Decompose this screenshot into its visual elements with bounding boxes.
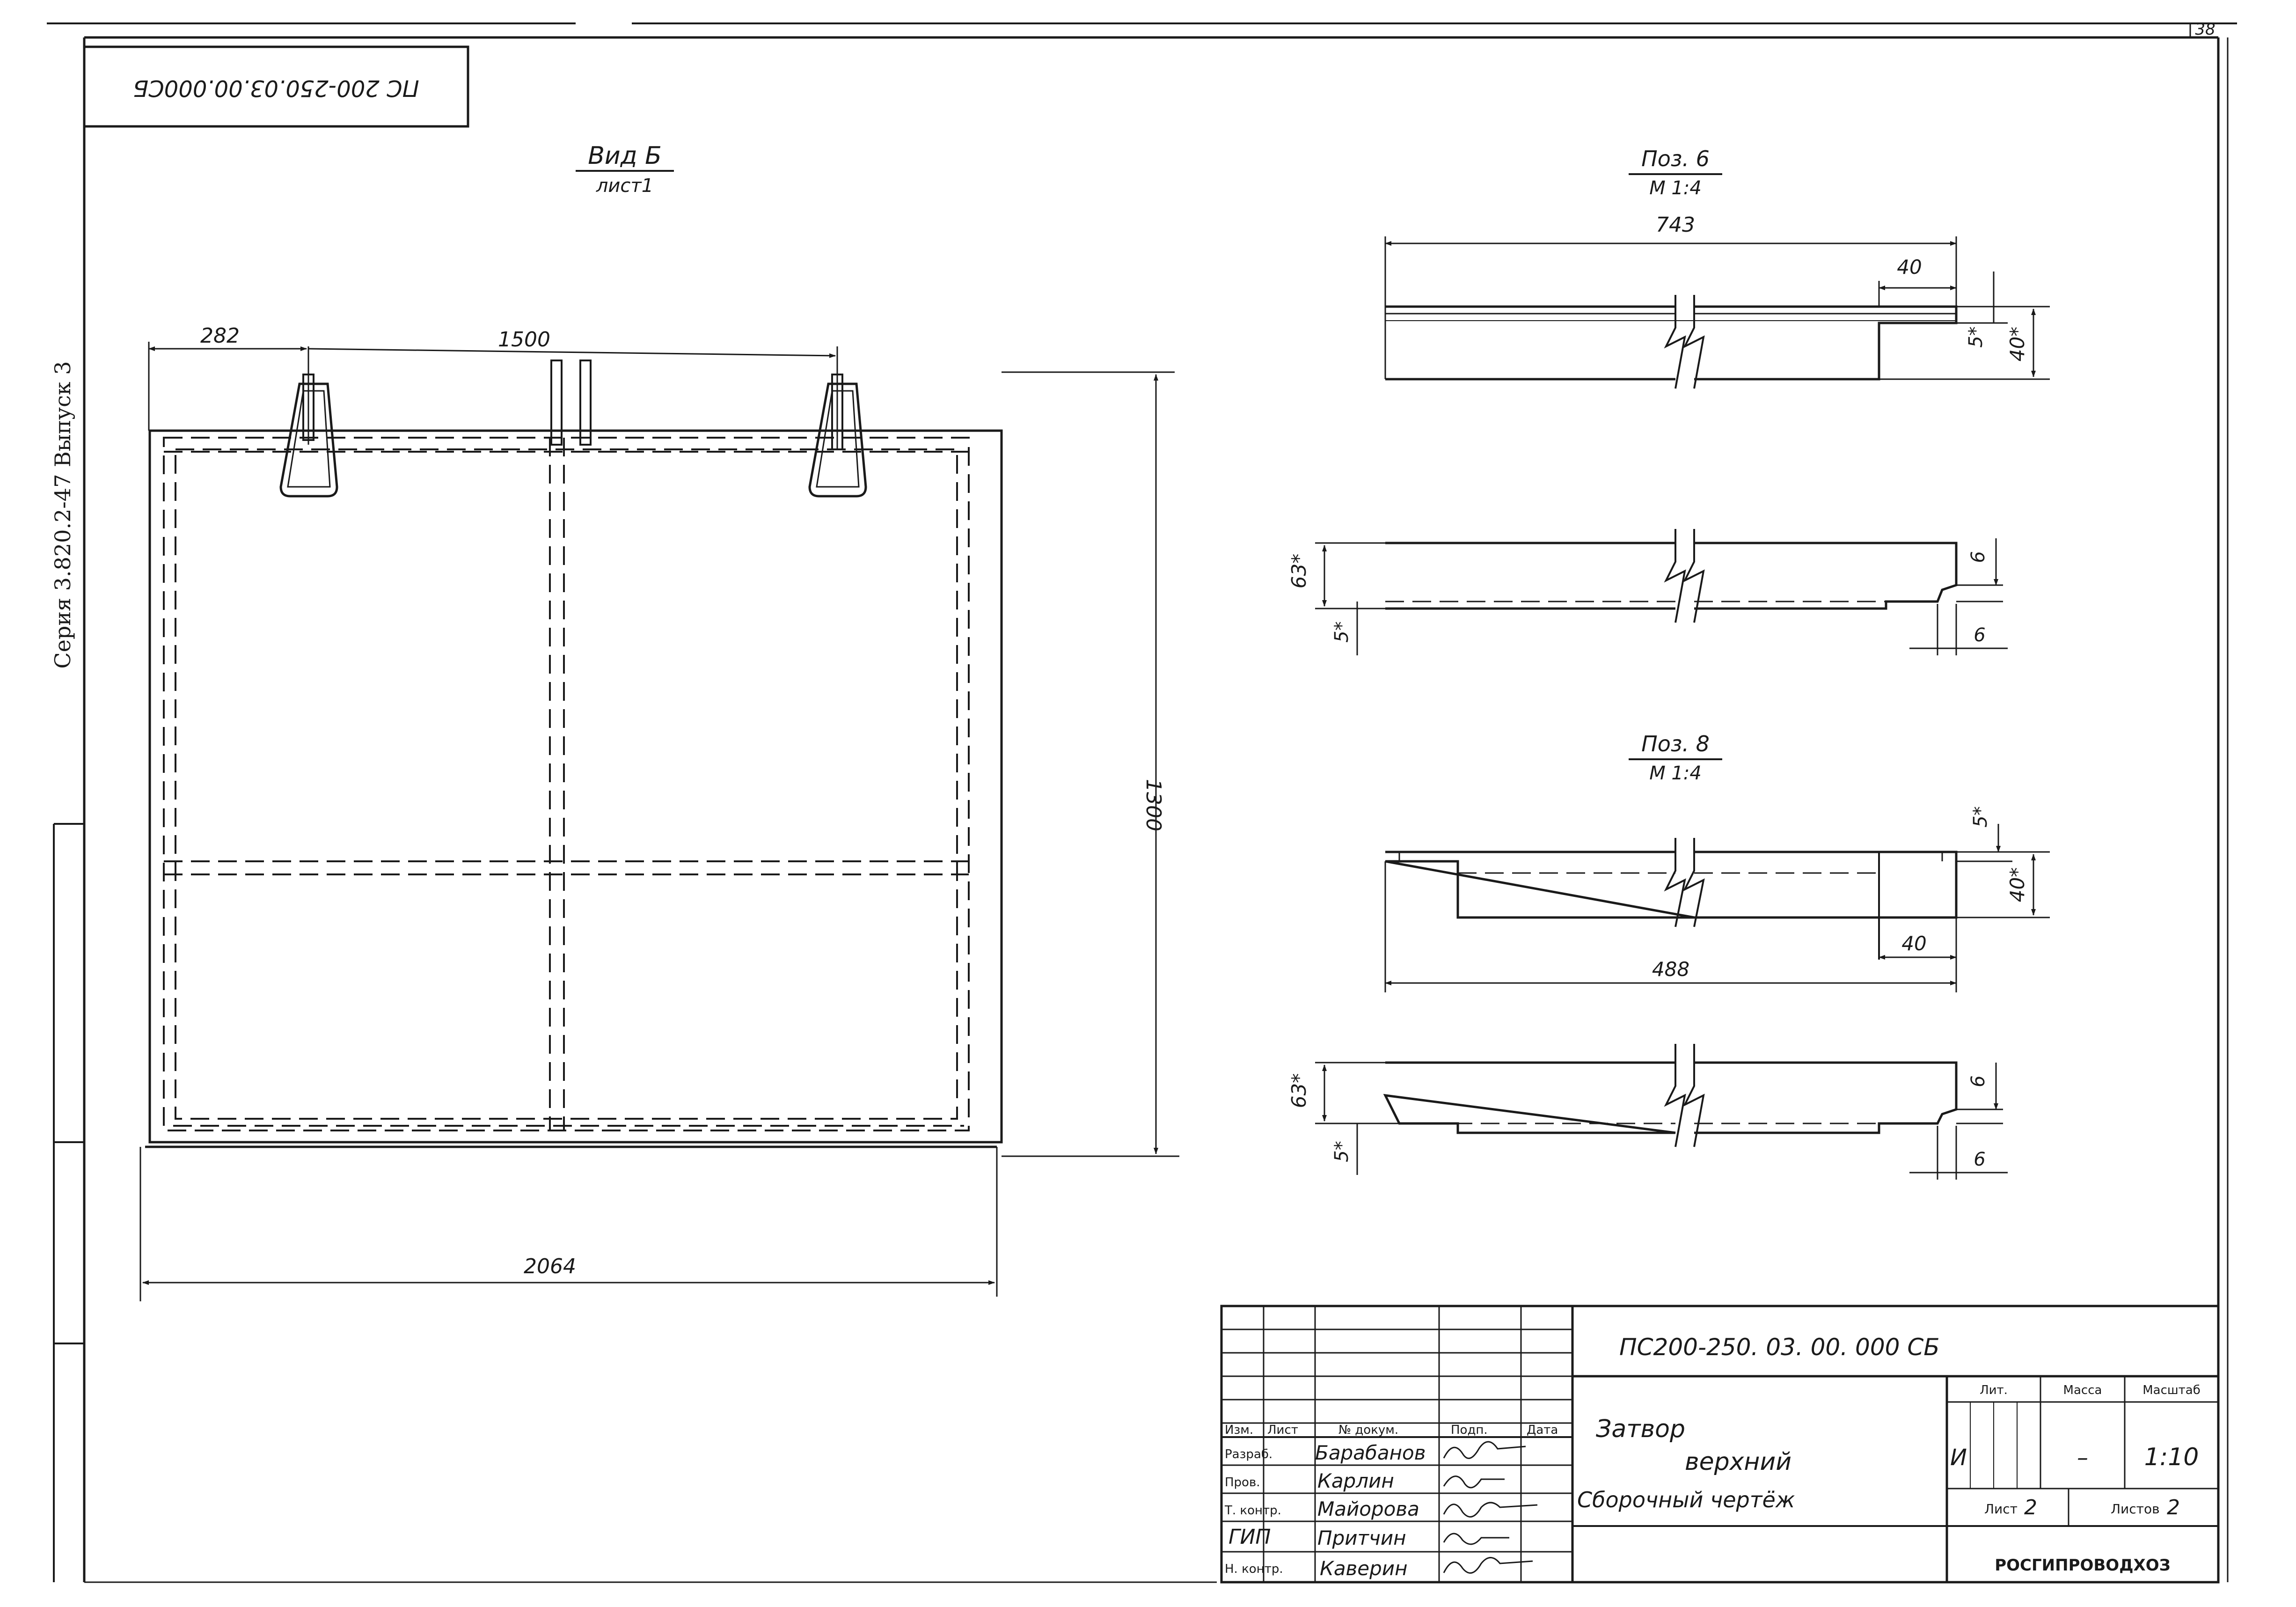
sheet-frame: [47, 22, 2237, 1583]
tb-row-name: Каверин: [1320, 1557, 1408, 1580]
pos8-title: Поз. 8 М 1:4: [1629, 731, 1722, 784]
series-label: Серия 3.820.2-47 Выпуск 3: [50, 361, 75, 669]
tb-col-sign: Подп.: [1451, 1423, 1488, 1437]
pos6-dim-end: 40: [1897, 256, 1922, 279]
dim-1300: 1300: [1141, 779, 1165, 831]
tb-row-name: Карлин: [1317, 1469, 1394, 1492]
title-block: [1220, 1305, 2220, 1584]
pos6-side-r2: 6: [1974, 624, 1985, 646]
tb-sheets-label: Листов: [2111, 1501, 2160, 1517]
tb-col-list: Лист: [1267, 1423, 1298, 1437]
pos8-top-view: [1384, 824, 2050, 992]
lifting-eye-left: [279, 346, 338, 498]
tb-row-name: Барабанов: [1315, 1441, 1426, 1464]
pos8-dim-top: 5*: [1970, 806, 1991, 827]
pos8-dim-height: 40*: [2006, 867, 2029, 902]
tb-mass-value: –: [2077, 1445, 2088, 1471]
tb-name-line2: верхний: [1685, 1448, 1791, 1476]
tb-mass-header: Масса: [2063, 1383, 2102, 1397]
pos8-side-r2: 6: [1974, 1149, 1985, 1170]
tb-organization: РОСГИПРОВОДХОЗ: [1995, 1556, 2171, 1575]
main-view-subtitle: лист1: [596, 175, 653, 197]
pos6-side-height: 63*: [1287, 554, 1310, 588]
pos6-dim-notch: 5*: [1965, 326, 1987, 347]
pos8-dim-end: 40: [1901, 932, 1926, 955]
pos8-dim-length: 488: [1652, 958, 1689, 981]
stamp-code-rotated: ПС 200-250.03.00.000СБ: [133, 75, 419, 101]
pos8-side-height: 63*: [1287, 1073, 1310, 1108]
pos8-side-view: [1315, 1044, 2008, 1180]
main-view-title: Вид Б лист1: [576, 142, 674, 197]
dim-2064: 2064: [524, 1255, 576, 1278]
tb-signatures: [1443, 1441, 1538, 1574]
gate-assembly: [139, 346, 1003, 1301]
tb-row-label: Разраб.: [1225, 1447, 1272, 1461]
tb-name-line3: Сборочный чертёж: [1577, 1487, 1795, 1512]
pos6-side-bottom: 5*: [1331, 621, 1353, 642]
lifting-eye-right: [808, 346, 867, 498]
tb-scale-value: 1:10: [2144, 1443, 2199, 1471]
tb-row-label: Пров.: [1225, 1475, 1260, 1490]
tb-row-name: Притчин: [1317, 1526, 1406, 1549]
tb-designation: ПС200-250. 03. 00. 000 СБ: [1619, 1334, 1940, 1361]
main-view-title-text: Вид Б: [588, 142, 662, 170]
tb-col-doc: № докум.: [1338, 1423, 1398, 1437]
pos6-side-r1: 6: [1967, 551, 1989, 563]
tb-row-label: ГИП: [1228, 1525, 1271, 1549]
pos6-title: Поз. 6 М 1:4: [1629, 146, 1722, 199]
dim-1500: 1500: [498, 328, 550, 352]
pos8-title-text: Поз. 8: [1641, 731, 1710, 756]
tb-sheets-value: 2: [2167, 1496, 2180, 1519]
pos6-title-text: Поз. 6: [1641, 146, 1710, 171]
page-number: 38: [2195, 20, 2215, 39]
main-dims: [142, 342, 1179, 1297]
pos8-side-bottom: 5*: [1331, 1141, 1353, 1162]
tb-sheet-label: Лист: [1984, 1501, 2018, 1517]
tb-row-label: Н. контр.: [1225, 1562, 1283, 1576]
pos6-side-view: [1315, 529, 2008, 655]
dim-282: 282: [200, 324, 240, 348]
pos8-side-r1: 6: [1967, 1075, 1989, 1087]
tb-scale-header: Масштаб: [2142, 1383, 2201, 1397]
pos6-dim-height: 40*: [2006, 327, 2029, 361]
pos8-scale: М 1:4: [1649, 763, 1702, 784]
tb-row-label: Т. контр.: [1224, 1504, 1281, 1518]
rotated-stamp: [83, 45, 469, 128]
pos6-scale: М 1:4: [1649, 177, 1702, 199]
tb-name-line1: Затвор: [1596, 1415, 1685, 1443]
pos6-top-view: [1384, 236, 2050, 389]
tb-lit-header: Лит.: [1980, 1383, 2008, 1397]
tb-sheet-value: 2: [2024, 1496, 2037, 1519]
pos6-dim-length: 743: [1656, 213, 1695, 237]
tb-row-name: Майорова: [1317, 1497, 1419, 1520]
tb-lit-value: И: [1950, 1445, 1967, 1471]
tb-col-izm: Изм.: [1225, 1423, 1253, 1437]
tb-col-date: Дата: [1527, 1423, 1558, 1437]
